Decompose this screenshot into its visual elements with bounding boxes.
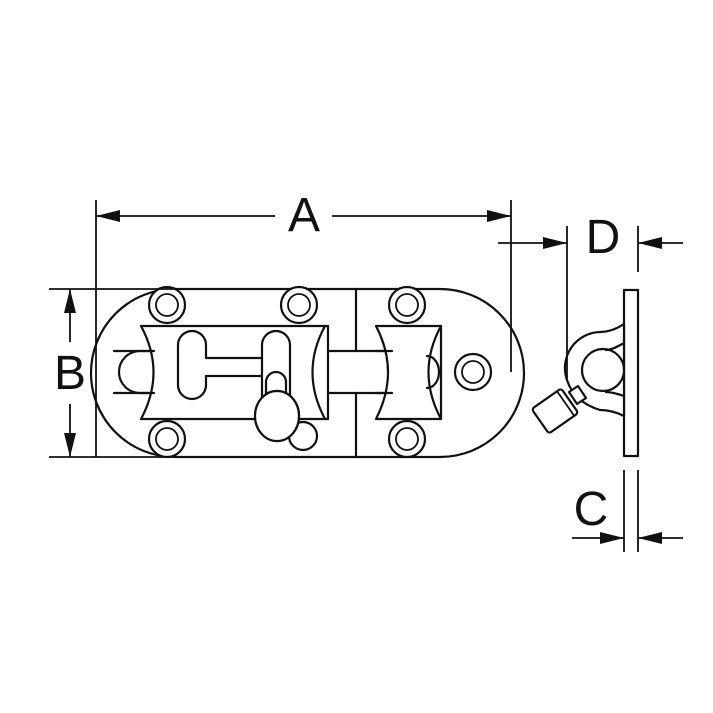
screw-hole-bottom-left	[147, 419, 187, 459]
side-housing-inner	[604, 341, 626, 398]
dimension-C	[572, 470, 683, 552]
arrowhead-B-bottom	[64, 433, 76, 457]
keeper-inner-arc	[425, 354, 441, 390]
side-knob-stem	[567, 384, 588, 406]
arrowhead-C-right	[638, 532, 662, 544]
arrowhead-A-left	[96, 210, 120, 222]
arrowhead-C-left	[600, 532, 624, 544]
housing-left-right-curve	[311, 324, 327, 421]
screw-hole-top-right	[387, 285, 427, 325]
screw-hole-bottom-right	[387, 419, 427, 459]
arrowhead-A-right	[487, 210, 511, 222]
bolt-rod-inner-left	[112, 349, 156, 395]
bolt-knob-stem	[264, 370, 288, 395]
bolt-rod-left-tip	[117, 349, 152, 395]
dimension-label-A: A	[287, 189, 321, 242]
side-view	[531, 288, 640, 458]
arrowhead-D-right	[638, 237, 662, 249]
dimension-D	[498, 226, 683, 380]
front-view	[89, 285, 526, 459]
keeper-right-curve	[427, 324, 443, 421]
dimension-label-B: B	[53, 347, 87, 400]
keeper-housing	[374, 324, 443, 421]
side-knob	[531, 388, 579, 434]
bolt-plate-outline	[89, 287, 526, 459]
arrowhead-B-top	[64, 289, 76, 313]
arrowhead-D-left	[543, 237, 567, 249]
side-mounting-plate	[622, 288, 640, 458]
screw-hole-keeper-end	[453, 352, 493, 392]
dimension-label-C: C	[573, 483, 609, 536]
bolt-slot	[176, 329, 292, 402]
bolt-rod-in-keeper	[374, 349, 394, 395]
side-bolt-rod-section	[580, 347, 626, 393]
bolt-rod-body	[323, 349, 394, 395]
dimension-A	[95, 200, 512, 457]
bolt-knob-front	[253, 389, 301, 443]
dimension-B	[49, 288, 175, 458]
screw-hole-top-left	[147, 285, 187, 325]
dimension-label-D: D	[585, 211, 621, 264]
screw-hole-top-middle	[279, 285, 319, 325]
